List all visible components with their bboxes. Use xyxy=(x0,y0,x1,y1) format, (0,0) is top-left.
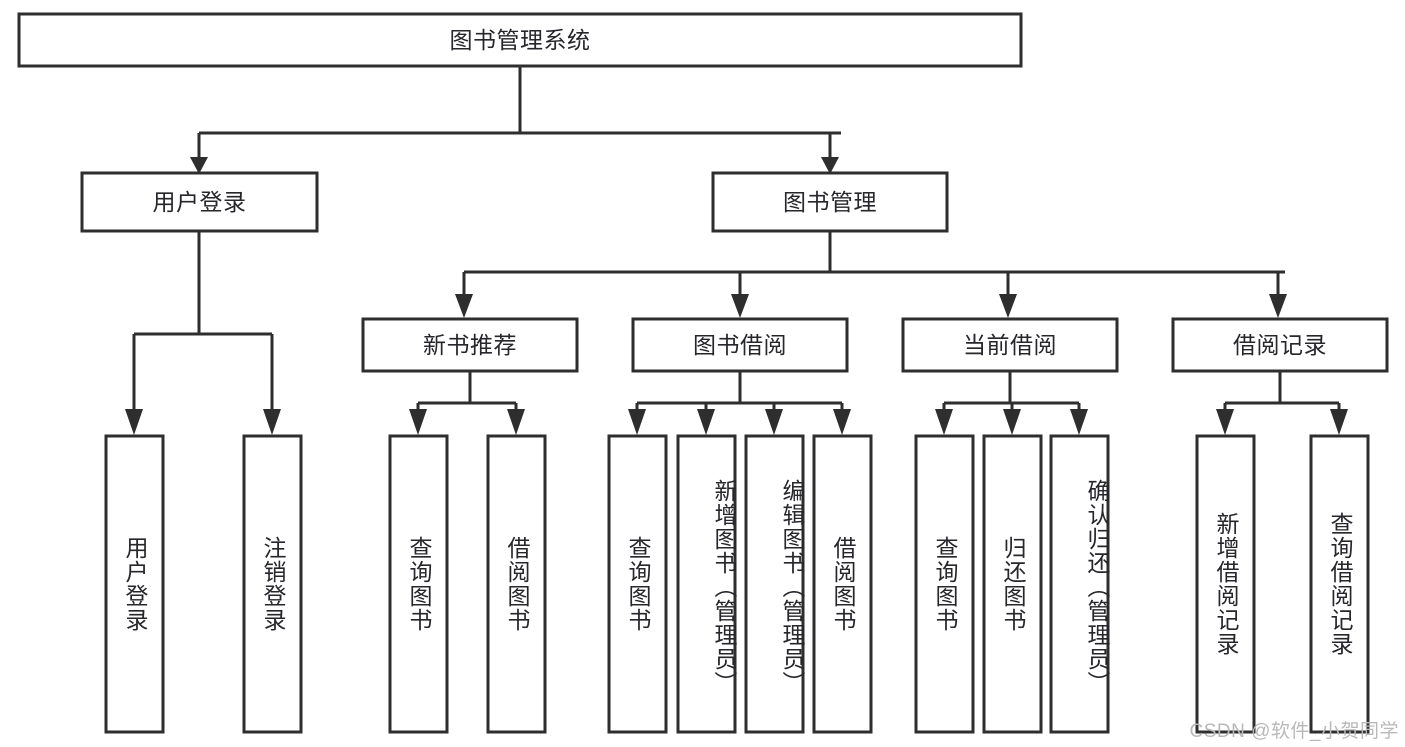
arrowhead-leaf-user-login-2 xyxy=(263,409,281,435)
node-box-leaf-borrow-1[interactable] xyxy=(607,434,668,734)
arrowhead-leaf-borrow-1 xyxy=(628,409,646,435)
arrowhead-new-book-recommend xyxy=(455,294,473,318)
node-box-leaf-record-2[interactable] xyxy=(1309,434,1370,734)
arrowhead-leaf-user-login-1 xyxy=(125,409,143,435)
node-box-leaf-current-2[interactable] xyxy=(982,434,1043,734)
node-box-borrow-record[interactable] xyxy=(1171,317,1389,373)
node-box-leaf-recommend-1[interactable] xyxy=(388,434,449,734)
arrowhead-leaf-current-3 xyxy=(1070,409,1088,435)
arrowhead-current-borrow xyxy=(999,294,1017,318)
node-box-leaf-borrow-3[interactable] xyxy=(744,434,805,734)
node-box-leaf-user-login-2[interactable] xyxy=(242,434,303,734)
node-box-leaf-current-3[interactable] xyxy=(1049,434,1110,734)
arrowhead-leaf-current-2 xyxy=(1003,409,1021,435)
node-box-leaf-record-1[interactable] xyxy=(1195,434,1256,734)
arrowhead-user-login xyxy=(190,157,208,174)
node-box-user-login[interactable] xyxy=(80,171,319,233)
arrowhead-leaf-borrow-3 xyxy=(765,409,783,435)
arrowhead-leaf-borrow-2 xyxy=(697,409,715,435)
node-box-leaf-recommend-2[interactable] xyxy=(486,434,547,734)
node-box-current-borrow[interactable] xyxy=(901,317,1119,373)
node-box-leaf-borrow-2[interactable] xyxy=(676,434,737,734)
node-box-root[interactable] xyxy=(17,12,1023,68)
arrowhead-borrow-record xyxy=(1269,294,1287,318)
arrowhead-leaf-borrow-4 xyxy=(833,409,851,435)
arrowhead-leaf-current-1 xyxy=(935,409,953,435)
node-box-leaf-user-login-1[interactable] xyxy=(104,434,165,734)
arrowhead-leaf-record-1 xyxy=(1216,409,1234,435)
arrowhead-leaf-recommend-2 xyxy=(507,409,525,435)
node-box-new-book-recommend[interactable] xyxy=(361,317,579,373)
node-box-leaf-current-1[interactable] xyxy=(914,434,975,734)
arrowhead-book-management xyxy=(821,157,839,174)
arrowhead-leaf-record-2 xyxy=(1330,409,1348,435)
arrowhead-leaf-recommend-1 xyxy=(409,409,427,435)
node-box-book-management[interactable] xyxy=(711,171,949,233)
node-box-leaf-borrow-4[interactable] xyxy=(812,434,873,734)
node-box-book-borrow[interactable] xyxy=(631,317,849,373)
arrowhead-book-borrow xyxy=(731,294,749,318)
